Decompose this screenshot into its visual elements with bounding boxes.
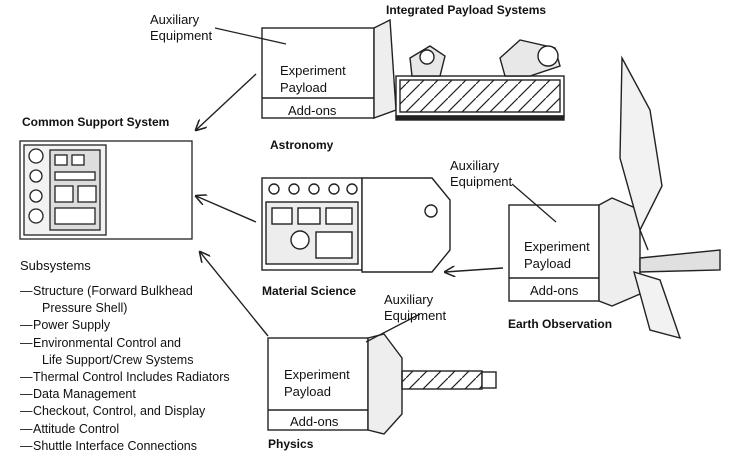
astronomy-addons-label: Add-ons bbox=[288, 103, 337, 118]
physics-addons-label: Add-ons bbox=[290, 414, 339, 429]
subsystem-item: Environmental Control and bbox=[20, 335, 230, 352]
earth-observation-addons-label: Add-ons bbox=[530, 283, 579, 298]
subsystems-list: Structure (Forward Bulkhead Pressure She… bbox=[20, 283, 230, 455]
leader-lines bbox=[214, 27, 557, 343]
physics-title: Physics bbox=[268, 437, 314, 451]
physics-experiment-label: Experiment Payload bbox=[284, 367, 350, 399]
subsystem-item: Thermal Control Includes Radiators bbox=[20, 369, 230, 386]
earth-observation-module bbox=[508, 55, 721, 340]
astronomy-auxiliary-label: Auxiliary Equipment bbox=[150, 12, 213, 43]
material-science-auxiliary-label: Auxiliary Equipment bbox=[450, 158, 513, 189]
subsystem-item-continued: Life Support/Crew Systems bbox=[42, 352, 194, 367]
astronomy-title: Astronomy bbox=[270, 138, 334, 152]
physics-module bbox=[267, 333, 497, 435]
physics-auxiliary-label: Auxiliary Equipment bbox=[384, 292, 447, 323]
subsystem-item-continued: Pressure Shell) bbox=[42, 301, 128, 316]
subsystem-item: Data Management bbox=[20, 386, 230, 403]
earth-observation-title: Earth Observation bbox=[508, 317, 613, 331]
subsystem-item: Shuttle Interface Connections bbox=[20, 438, 230, 455]
common-support-title: Common Support System bbox=[22, 115, 170, 129]
astronomy-experiment-label: Experiment Payload bbox=[280, 63, 346, 95]
subsystem-item: Structure (Forward Bulkhead bbox=[20, 283, 230, 300]
material-science-title: Material Science bbox=[262, 284, 357, 298]
common-support-module bbox=[19, 140, 193, 240]
earth-observation-experiment-label: Experiment Payload bbox=[524, 239, 590, 271]
subsystem-item: Power Supply bbox=[20, 317, 230, 334]
flow-arrows bbox=[196, 73, 504, 337]
material-science-module bbox=[261, 177, 451, 273]
subsystem-item: Attitude Control bbox=[20, 421, 230, 438]
subsystem-item: Checkout, Control, and Display bbox=[20, 403, 230, 420]
integrated-payload-title: Integrated Payload Systems bbox=[386, 3, 547, 17]
subsystems-title: Subsystems bbox=[20, 258, 91, 273]
